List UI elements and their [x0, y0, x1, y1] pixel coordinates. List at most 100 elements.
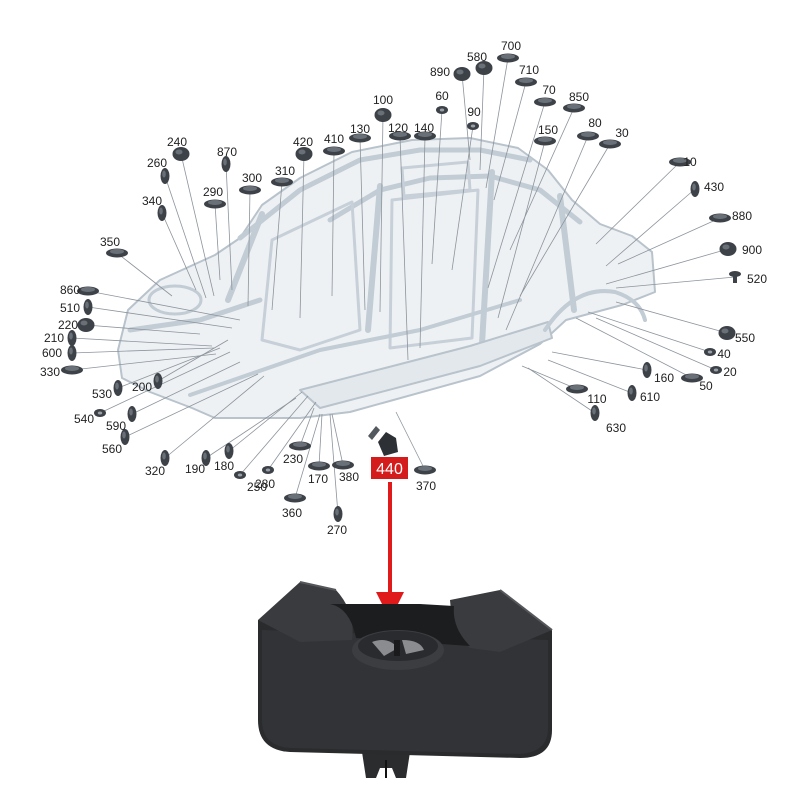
callout-label-220: 220 [58, 318, 78, 332]
leader-line-710 [493, 81, 527, 201]
highlight-label: 440 [371, 457, 408, 479]
callout-label-50: 50 [699, 379, 713, 393]
oval-plug-icon [67, 345, 77, 361]
leader-line-220 [85, 324, 201, 335]
car-floor-rail [188, 298, 522, 397]
oval-plug-icon [590, 405, 600, 421]
flat-plug-icon [681, 373, 703, 383]
flat-plug-icon [577, 131, 599, 141]
leader-line-150 [497, 140, 546, 319]
leader-lines [71, 57, 736, 515]
oval-plug-icon [224, 443, 234, 459]
leader-line-160 [551, 351, 648, 371]
leader-line-230 [299, 407, 315, 447]
callout-label-130: 130 [350, 122, 370, 136]
leader-line-410 [331, 150, 335, 297]
callout-label-850: 850 [569, 90, 589, 104]
car-d-pillar [557, 193, 577, 313]
round-plug-icon [77, 318, 95, 332]
leader-line-20 [595, 317, 717, 371]
callout-label-210: 210 [44, 331, 64, 345]
oval-plug-icon [83, 299, 93, 315]
grommet-icon [234, 471, 246, 479]
callout-label-230: 230 [283, 452, 303, 466]
callout-label-510: 510 [60, 301, 80, 315]
callout-label-100: 100 [373, 93, 393, 107]
callout-label-60: 60 [435, 89, 449, 103]
leader-line-600 [71, 347, 215, 354]
callout-label-700: 700 [501, 39, 521, 53]
callout-label-330: 330 [40, 365, 60, 379]
leader-line-430 [605, 188, 696, 267]
highlight-label-text: 440 [376, 461, 403, 478]
flat-plug-icon [669, 157, 691, 167]
leader-line-370 [395, 411, 426, 471]
oval-plug-icon [120, 429, 130, 445]
flat-plug-icon [106, 248, 128, 258]
leader-line-540 [99, 351, 231, 414]
leader-line-210 [71, 337, 213, 347]
oval-plug-icon [160, 450, 170, 466]
flat-plug-icon [271, 177, 293, 187]
leader-line-90 [451, 125, 474, 271]
leader-line-50 [575, 317, 693, 379]
callout-label-530: 530 [92, 387, 112, 401]
callout-label-300: 300 [242, 171, 262, 185]
callout-label-520: 520 [747, 272, 767, 286]
callout-label-900: 900 [742, 243, 762, 257]
jack-pad-left-block [258, 582, 353, 642]
leader-line-290 [214, 203, 221, 281]
flat-plug-icon [61, 365, 83, 375]
leader-line-420 [299, 153, 305, 319]
leader-line-380 [331, 413, 344, 466]
leader-line-890 [461, 73, 471, 161]
flat-plug-icon [414, 131, 436, 141]
callout-label-590: 590 [106, 419, 126, 433]
leader-line-10 [595, 161, 681, 245]
callout-label-200: 200 [132, 380, 152, 394]
car-strut-tower [147, 284, 203, 316]
callout-label-550: 550 [735, 331, 755, 345]
callout-label-280: 280 [255, 477, 275, 491]
callout-label-410: 410 [324, 132, 344, 146]
leader-line-260 [164, 175, 207, 299]
leader-line-310 [271, 181, 283, 311]
callout-label-860: 860 [60, 283, 80, 297]
callout-label-710: 710 [519, 63, 539, 77]
flat-plug-icon [599, 139, 621, 149]
grommet-icon [436, 106, 448, 114]
car-roof-rail-left [237, 147, 533, 241]
flat-plug-icon [349, 133, 371, 143]
leader-line-360 [294, 413, 321, 499]
flat-plug-icon [289, 441, 311, 451]
leader-line-870 [225, 163, 233, 291]
car-rear-wheel-arch [543, 289, 647, 332]
leader-line-850 [509, 107, 575, 251]
callout-label-870: 870 [217, 145, 237, 159]
car-front-door-opening [260, 200, 362, 352]
leader-line-350 [116, 252, 173, 297]
callout-label-290: 290 [203, 185, 223, 199]
flat-plug-icon [77, 286, 99, 296]
oval-plug-icon [127, 406, 137, 422]
leader-line-130 [359, 137, 366, 311]
leader-line-580 [479, 67, 485, 171]
flat-plug-icon [534, 136, 556, 146]
jack-pad-right-block [450, 590, 552, 652]
callout-label-580: 580 [467, 50, 487, 64]
highlight-label-box [371, 457, 408, 479]
callout-label-120: 120 [388, 121, 408, 135]
callout-label-350: 350 [100, 235, 120, 249]
callout-label-370: 370 [416, 479, 436, 493]
leader-line-900 [605, 248, 729, 285]
round-plug-icon [172, 147, 190, 161]
grommet-icon [704, 348, 716, 356]
callout-label-340: 340 [142, 194, 162, 208]
leader-line-190 [205, 397, 297, 459]
grommet-icon [262, 466, 274, 474]
flat-plug-icon [709, 213, 731, 223]
flat-plug-icon [389, 131, 411, 141]
callout-label-10: 10 [683, 155, 697, 169]
